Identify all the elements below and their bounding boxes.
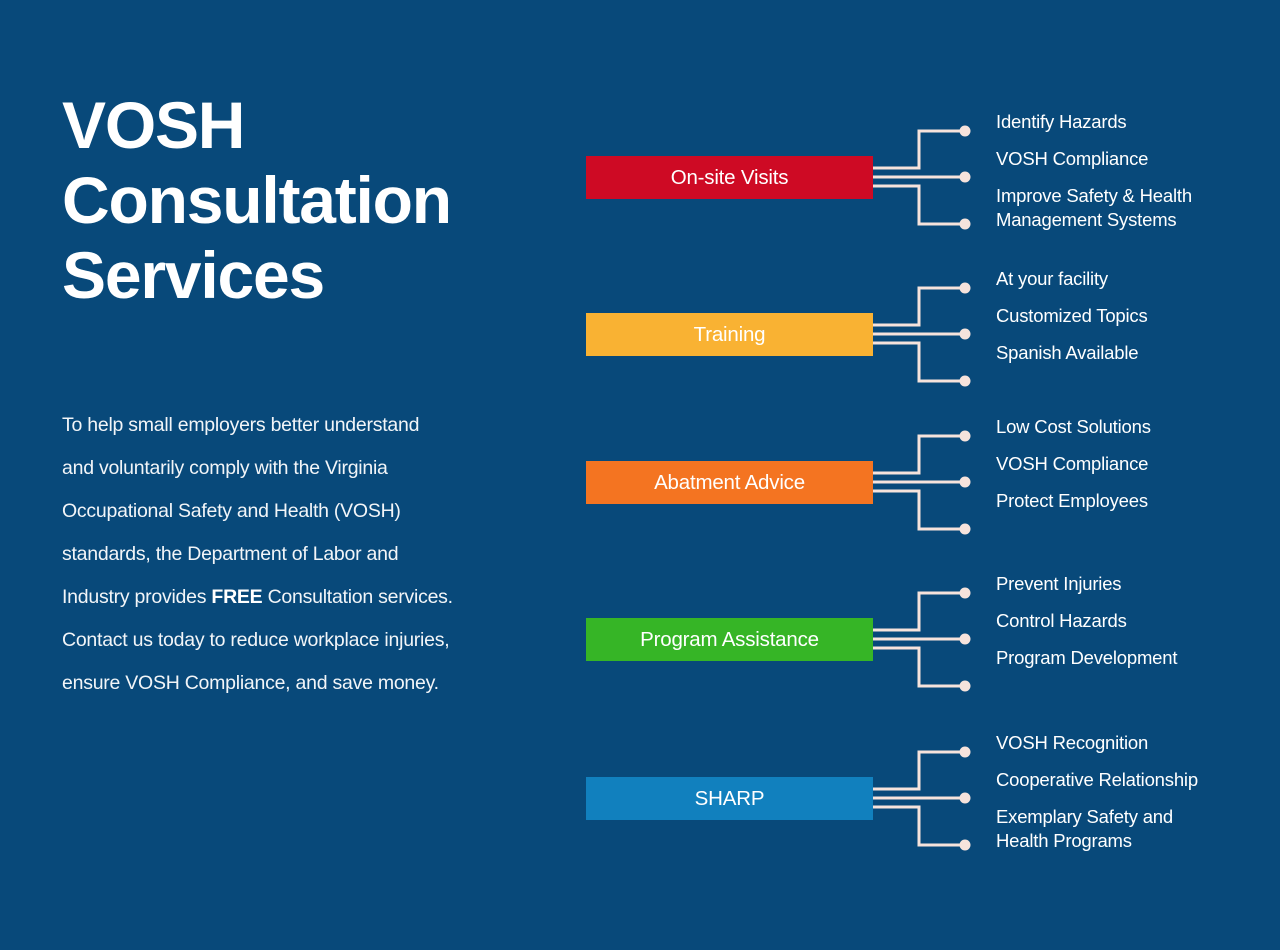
branch-label[interactable]: Program Development <box>996 646 1177 670</box>
branch-label[interactable]: Customized Topics <box>996 304 1148 328</box>
category-box[interactable]: Abatment Advice <box>586 461 873 504</box>
branch-dot <box>959 171 971 183</box>
branch-label-line-0: Exemplary Safety and <box>996 806 1173 827</box>
branch-label-line-0: Cooperative Relationship <box>996 769 1198 790</box>
branch-label[interactable]: VOSH Compliance <box>996 147 1148 171</box>
branch-dot <box>959 746 971 758</box>
branch-dot <box>959 680 971 692</box>
branch-dot <box>959 125 971 137</box>
connector-path <box>873 129 965 170</box>
branch-label-line-1: Management Systems <box>996 209 1177 230</box>
connector-lines <box>873 282 971 387</box>
branch-label-line-0: Improve Safety & Health <box>996 185 1192 206</box>
branch-label[interactable]: Low Cost Solutions <box>996 415 1151 439</box>
branch-label[interactable]: VOSH Compliance <box>996 452 1148 476</box>
branch-dot <box>959 587 971 599</box>
branch-dot <box>959 218 971 230</box>
branch-label-line-1: Health Programs <box>996 830 1132 851</box>
branch-label[interactable]: Spanish Available <box>996 341 1139 365</box>
branch-label[interactable]: VOSH Recognition <box>996 731 1148 755</box>
connector-path <box>873 805 965 847</box>
free-emphasis: FREE <box>211 586 263 608</box>
connector-path <box>873 591 965 632</box>
branch-label[interactable]: Control Hazards <box>996 609 1127 633</box>
connector-path <box>873 286 965 327</box>
connector-lines <box>873 430 971 535</box>
intro-paragraph: To help small employers better understan… <box>62 414 453 694</box>
branch-label-line-0: Customized Topics <box>996 305 1148 326</box>
branch-label[interactable]: Protect Employees <box>996 489 1148 513</box>
category-box[interactable]: Training <box>586 313 873 356</box>
branch-dot <box>959 633 971 645</box>
connector-path <box>873 750 965 791</box>
branch-dot <box>959 430 971 442</box>
branch-dot <box>959 792 971 804</box>
branch-label-line-0: VOSH Compliance <box>996 453 1149 474</box>
connector-path <box>873 184 965 226</box>
branch-label-line-0: Protect Employees <box>996 490 1148 511</box>
branch-dot <box>959 523 971 535</box>
branch-label-line-0: Control Hazards <box>996 610 1127 631</box>
connector-path <box>873 434 965 475</box>
branch-label[interactable]: Identify Hazards <box>996 110 1127 134</box>
branch-label-line-0: VOSH Recognition <box>996 732 1149 753</box>
branch-label-line-0: Program Development <box>996 647 1178 668</box>
branch-label-line-0: Prevent Injuries <box>996 573 1122 594</box>
page-title-line-2: Services <box>62 238 325 313</box>
branch-dot <box>959 375 971 387</box>
connector-lines <box>873 125 971 230</box>
branch-label[interactable]: At your facility <box>996 267 1108 291</box>
connector-path <box>873 489 965 531</box>
connector-lines <box>873 746 971 851</box>
branch-dot <box>959 282 971 294</box>
branch-label[interactable]: Prevent Injuries <box>996 572 1122 596</box>
connector-path <box>873 341 965 383</box>
category-box[interactable]: On-site Visits <box>586 156 873 199</box>
branch-label-line-0: Low Cost Solutions <box>996 416 1151 437</box>
page-title-line-0: VOSH <box>62 88 245 162</box>
page-title-line-1: Consultation <box>62 163 452 238</box>
connector-lines <box>873 587 971 692</box>
branch-label-line-0: At your facility <box>996 268 1108 289</box>
branch-label-line-0: Identify Hazards <box>996 111 1127 132</box>
branch-label[interactable]: Cooperative Relationship <box>996 768 1198 792</box>
category-box[interactable]: Program Assistance <box>586 618 873 661</box>
branch-dot <box>959 476 971 488</box>
branch-label-line-0: Spanish Available <box>996 342 1139 363</box>
category-box[interactable]: SHARP <box>586 777 873 820</box>
branch-dot <box>959 328 971 340</box>
branch-label-line-0: VOSH Compliance <box>996 148 1149 169</box>
branch-dot <box>959 839 971 851</box>
connector-path <box>873 646 965 688</box>
